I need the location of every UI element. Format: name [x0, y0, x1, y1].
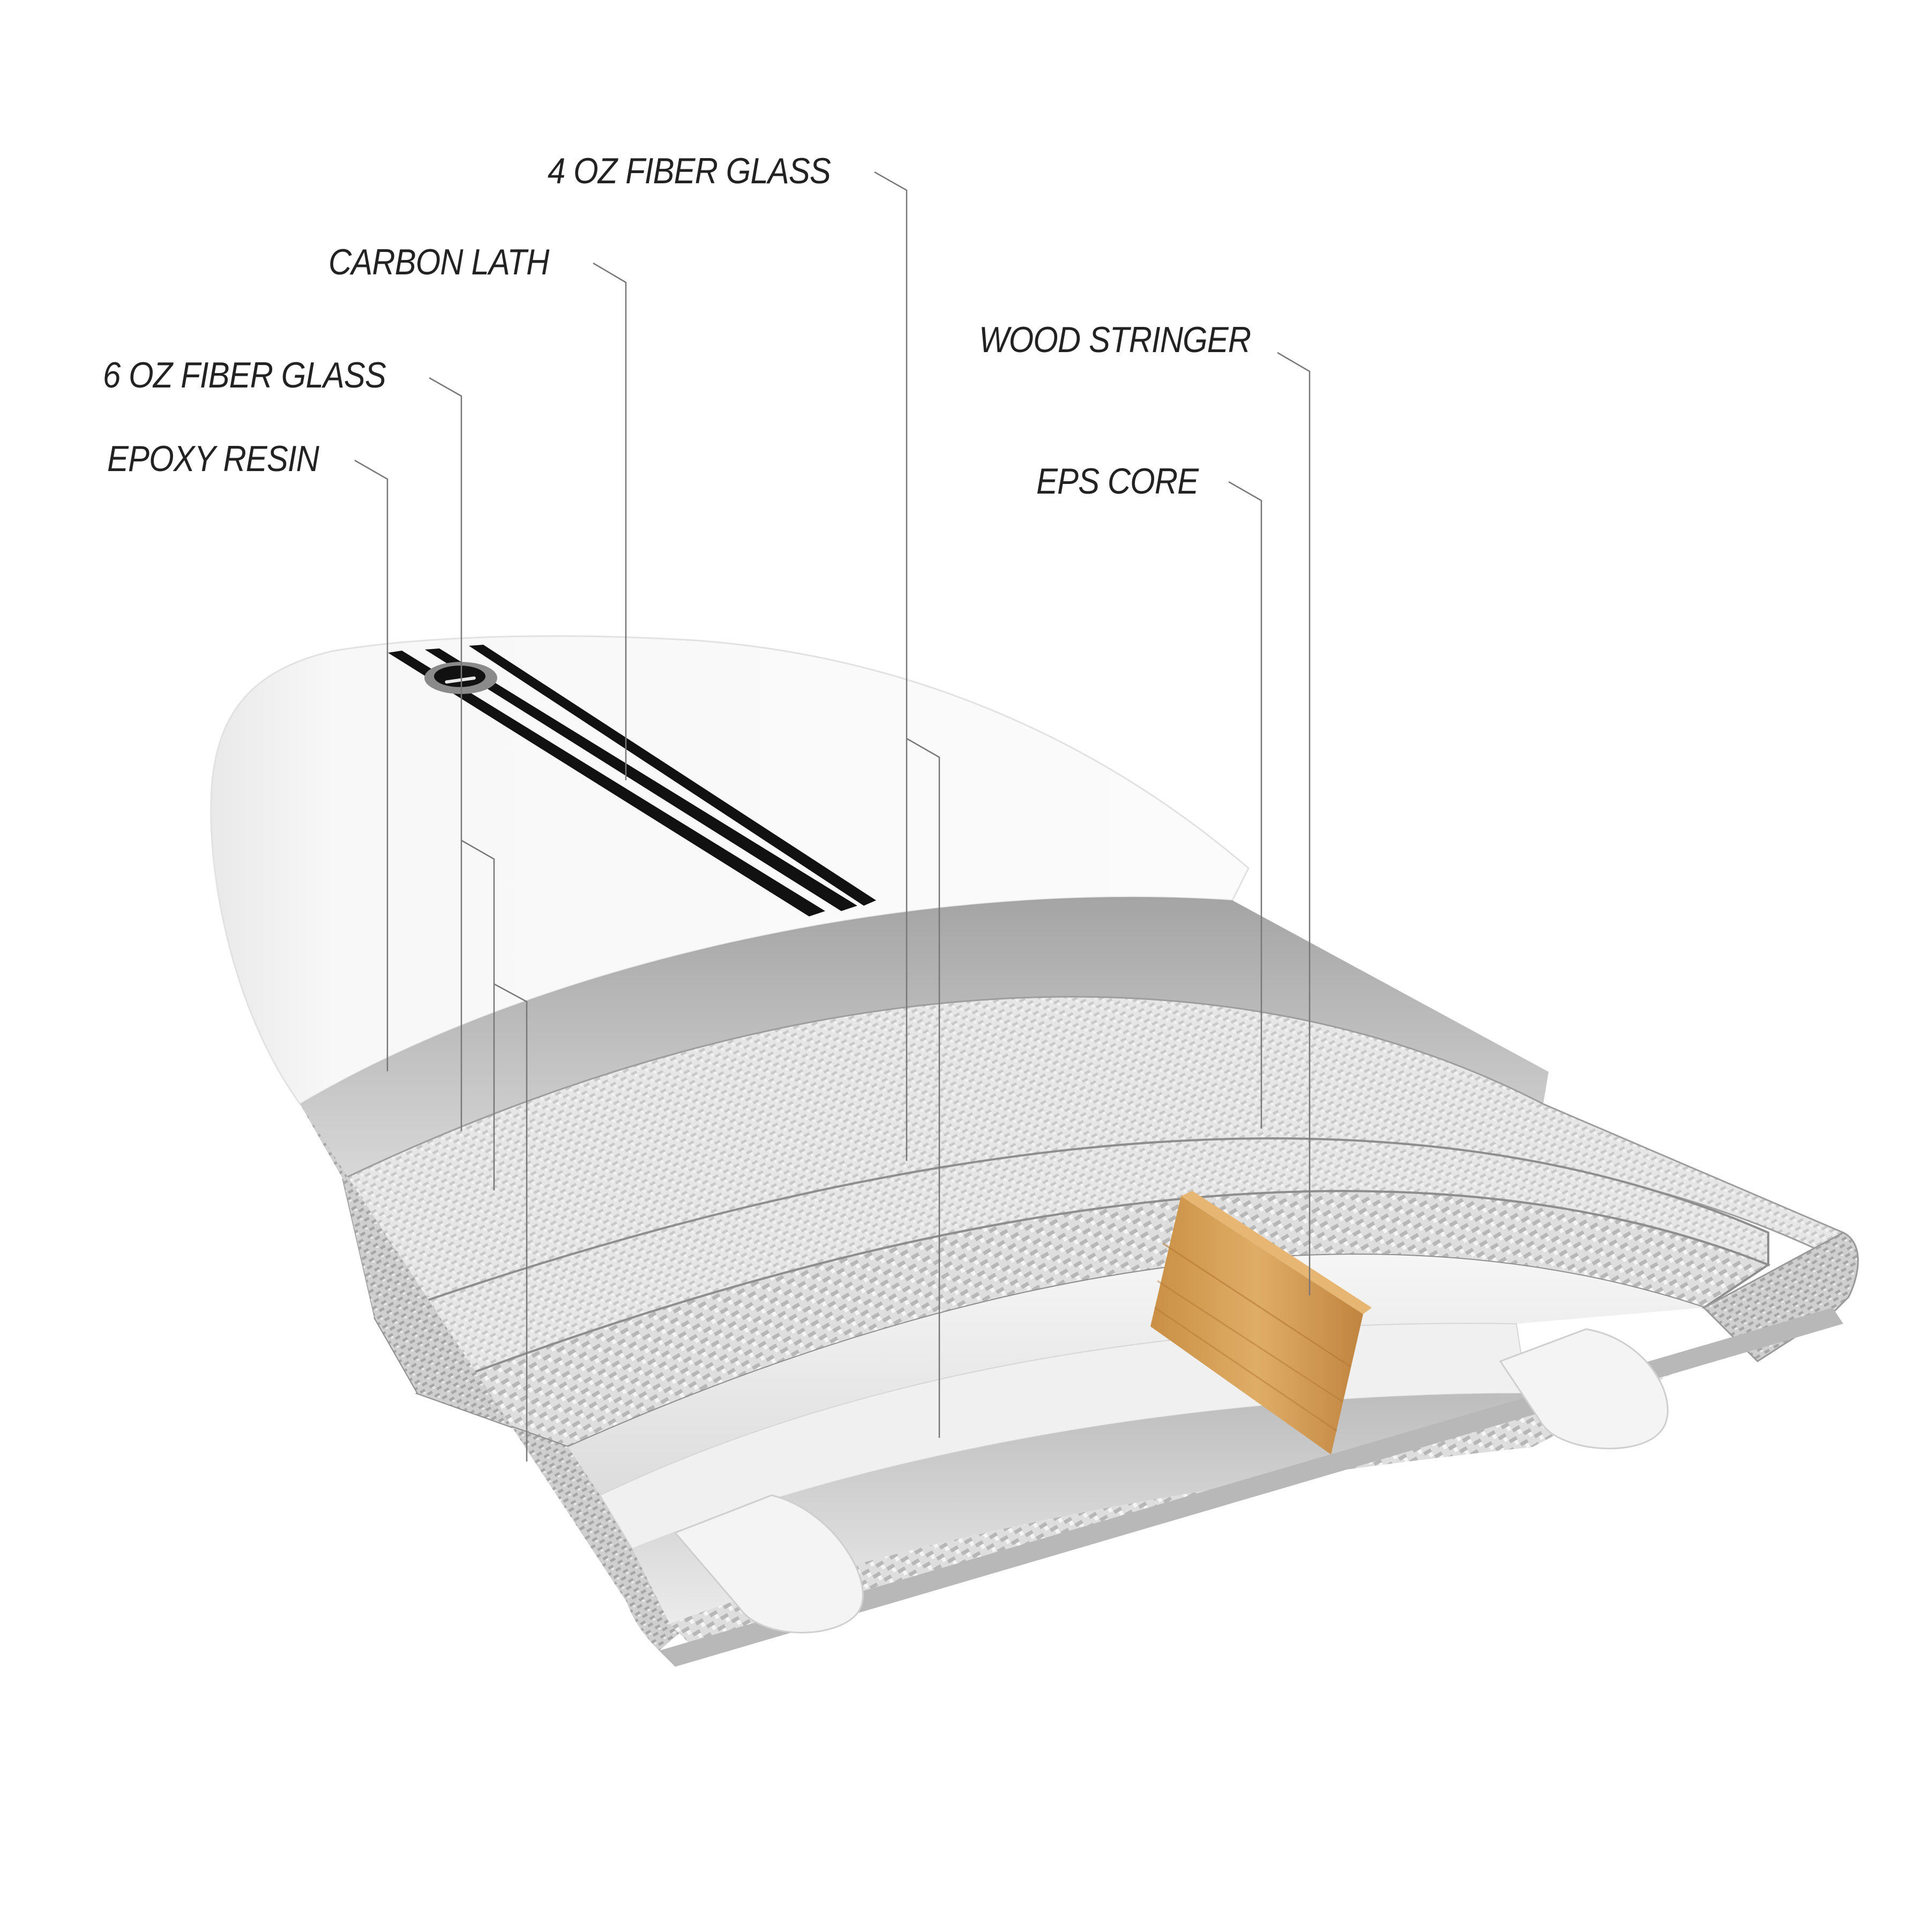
- leader-6oz-branch-2: [494, 983, 528, 1461]
- label-carbon-lath: CARBON LATH: [328, 242, 549, 282]
- bottom-fiberglass: [670, 1233, 1849, 1651]
- leader-6oz-branch-1: [461, 839, 495, 1190]
- leader-wood-stringer: [1277, 352, 1311, 1295]
- wood-stringer: [1150, 1191, 1372, 1454]
- eps-core-top: [568, 1255, 1704, 1495]
- leader-lines: [354, 171, 1311, 1461]
- label-4oz-fiber-glass: 4 OZ FIBER GLASS: [548, 151, 831, 191]
- leader-6oz-main: [429, 377, 462, 1131]
- right-fin-box: [1499, 1328, 1669, 1450]
- leader-4oz-main: [874, 171, 908, 1161]
- epoxy-resin-layer: [300, 897, 1549, 1179]
- left-fin-box: [674, 1494, 864, 1633]
- right-rail-curl: [1702, 1232, 1859, 1362]
- carbon-stripe-3: [469, 645, 876, 906]
- leader-4oz-branch: [906, 737, 940, 1438]
- label-epoxy-resin: EPOXY RESIN: [107, 438, 319, 479]
- left-rail-wrap: [300, 1104, 697, 1651]
- label-eps-core: EPS CORE: [1036, 461, 1199, 502]
- carbon-stripe-1: [388, 651, 825, 916]
- label-6oz-fiber-glass: 6 OZ FIBER GLASS: [103, 355, 386, 396]
- leader-epoxy-resin: [354, 459, 388, 1071]
- leader-carbon-lath: [593, 262, 627, 780]
- carbon-stripe-2: [425, 648, 857, 911]
- core-cavity-wall: [632, 1393, 1532, 1624]
- leader-eps-core: [1228, 481, 1262, 1129]
- label-wood-stringer: WOOD STRINGER: [979, 319, 1251, 360]
- carbon-stripes: [388, 645, 876, 916]
